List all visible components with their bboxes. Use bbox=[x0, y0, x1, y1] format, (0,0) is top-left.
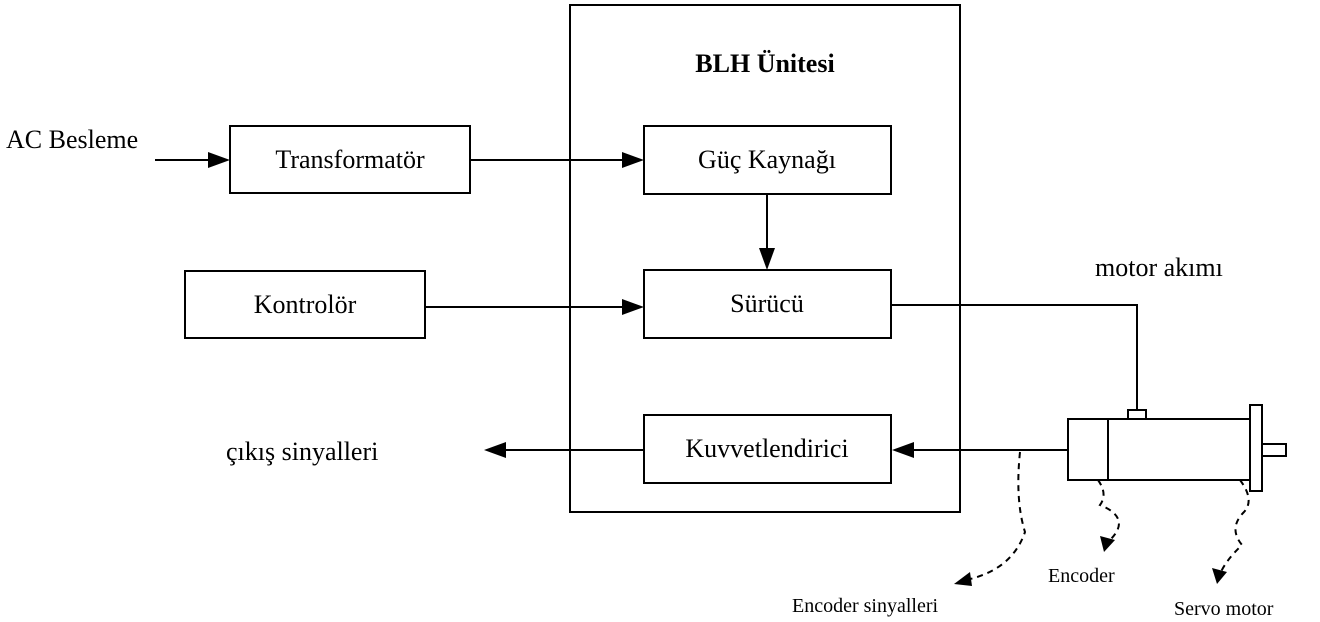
ac-supply-arrowhead bbox=[208, 152, 230, 168]
servo-motor-body bbox=[1107, 418, 1251, 481]
power-supply-block bbox=[643, 125, 892, 195]
output-signals-label: çıkış sinyalleri bbox=[226, 437, 378, 466]
power-supply-label: Güç Kaynağı bbox=[698, 145, 836, 174]
encoder-pointer-head bbox=[1100, 536, 1115, 552]
controller-to-driver-arrowhead bbox=[622, 299, 644, 315]
transformer-label: Transformatör bbox=[275, 145, 425, 174]
controller-block bbox=[184, 270, 426, 339]
servo-motor-pointer bbox=[1219, 479, 1250, 575]
blh-unit-title: BLH Ünitesi bbox=[695, 49, 834, 78]
encoder-signals-label: Encoder sinyalleri bbox=[792, 595, 938, 617]
encoder-pointer bbox=[1097, 479, 1120, 541]
servo-motor-label: Servo motor bbox=[1174, 598, 1274, 620]
encoder-to-amplifier-arrowhead bbox=[892, 442, 914, 458]
output-signals-arrowhead bbox=[484, 442, 506, 458]
encoder-label: Encoder bbox=[1048, 565, 1115, 587]
servo-motor-terminal bbox=[1127, 409, 1147, 420]
servo-motor-icon bbox=[1067, 404, 1287, 492]
transformer-to-power-arrowhead bbox=[622, 152, 644, 168]
motor-current-line bbox=[891, 304, 1138, 410]
amplifier-label: Kuvvetlendirici bbox=[685, 434, 848, 463]
encoder-signals-pointer-head bbox=[954, 572, 972, 586]
servo-motor-flange bbox=[1249, 404, 1263, 492]
controller-label: Kontrolör bbox=[254, 290, 357, 319]
motor-current-label: motor akımı bbox=[1095, 253, 1223, 282]
ac-supply-label: AC Besleme bbox=[6, 125, 138, 154]
power-to-driver-arrowhead bbox=[759, 248, 775, 270]
encoder-signals-pointer bbox=[965, 451, 1027, 581]
encoder-body bbox=[1067, 418, 1109, 481]
transformer-block bbox=[229, 125, 471, 194]
amplifier-block bbox=[643, 414, 892, 484]
servo-motor-shaft bbox=[1261, 443, 1287, 457]
driver-block bbox=[643, 269, 892, 339]
driver-label: Sürücü bbox=[730, 289, 804, 318]
servo-motor-pointer-head bbox=[1212, 568, 1227, 584]
